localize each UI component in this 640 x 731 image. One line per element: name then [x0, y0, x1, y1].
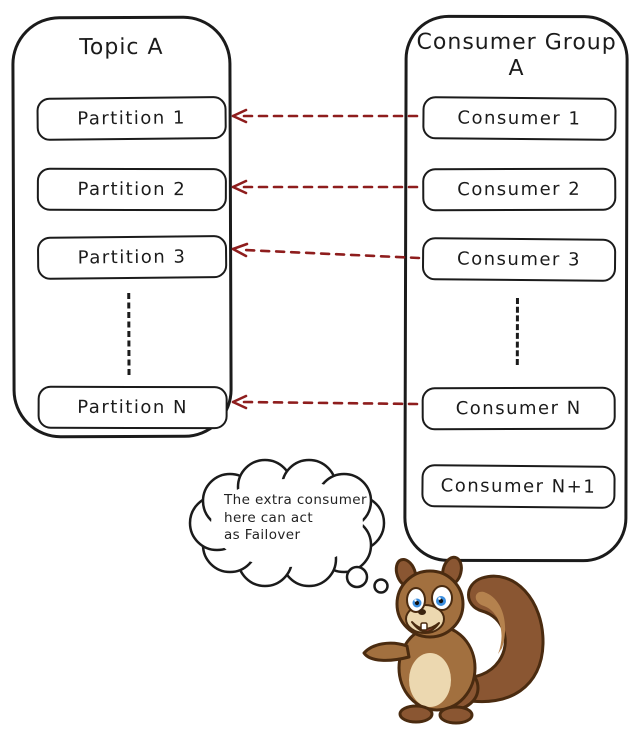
partition-1-box: Partition 1: [36, 96, 227, 141]
consumer-1-label: Consumer 1: [457, 107, 582, 130]
consumer-n-label: Consumer N: [455, 397, 582, 420]
consumer-1-box: Consumer 1: [422, 96, 617, 141]
squirrel-nose: [418, 609, 426, 615]
consumer-3-label: Consumer 3: [457, 248, 582, 271]
squirrel-body: [397, 624, 477, 712]
partition-1-label: Partition 1: [77, 107, 187, 130]
squirrel-belly: [409, 653, 451, 707]
thought-dot-small: [373, 578, 389, 594]
squirrel-muzzle: [405, 604, 445, 634]
squirrel-tail: [462, 574, 545, 704]
topic-title: Topic A: [79, 34, 164, 61]
squirrel-eye-left: [406, 587, 426, 613]
consumer-n-plus-1-box: Consumer N+1: [421, 464, 616, 509]
consumer-3-box: Consumer 3: [421, 237, 617, 282]
partition-2-label: Partition 2: [77, 178, 187, 201]
partition-n-box: Partition N: [37, 385, 228, 430]
consumer-2-box: Consumer 2: [422, 167, 617, 212]
squirrel-haunch: [424, 664, 480, 712]
partition-3-label: Partition 3: [77, 246, 187, 269]
consumer-ellipsis-line: [515, 297, 519, 366]
squirrel-tooth: [420, 622, 428, 631]
squirrel-foot-right: [438, 705, 474, 725]
partition-n-label: Partition N: [77, 396, 189, 419]
squirrel-ear-left: [394, 557, 418, 589]
consumer-group-title: Consumer Group A: [408, 30, 626, 83]
arrow-consumer3-partition3: [231, 242, 421, 260]
consumer-2-label: Consumer 2: [457, 178, 582, 201]
squirrel-tail-highlight: [475, 591, 506, 654]
consumer-n-box: Consumer N: [421, 386, 616, 431]
squirrel-head: [395, 569, 465, 639]
partition-2-box: Partition 2: [36, 167, 227, 212]
consumer-group-container: Consumer Group A Consumer 1 Consumer 2 C…: [403, 14, 629, 563]
squirrel-arm: [362, 641, 411, 662]
squirrel-mascot: [362, 555, 545, 725]
squirrel-foot-left: [398, 704, 434, 724]
squirrel-mouth: [411, 621, 440, 633]
consumer-group-title-line2: A: [508, 55, 525, 82]
arrow-consumer2-partition2: [231, 179, 419, 195]
arrow-consumerN-partitionN: [231, 394, 419, 410]
arrow-consumer1-partition1: [231, 108, 419, 124]
partition-3-box: Partition 3: [36, 235, 228, 280]
consumer-n-plus-1-label: Consumer N+1: [440, 475, 597, 498]
thought-dot-large: [345, 565, 369, 589]
topic-ellipsis-line: [127, 292, 131, 375]
consumer-group-title-line1: Consumer Group: [416, 29, 617, 56]
topic-a-container: Topic A Partition 1 Partition 2 Partitio…: [11, 15, 233, 439]
bubble-line-2: here can act: [224, 509, 314, 526]
bubble-line-1: The extra consumer: [224, 492, 367, 508]
bubble-line-3: as Failover: [224, 527, 301, 543]
squirrel-eye-right: [431, 585, 453, 611]
thought-bubble-text: The extra consumer here can act as Failo…: [224, 492, 367, 545]
